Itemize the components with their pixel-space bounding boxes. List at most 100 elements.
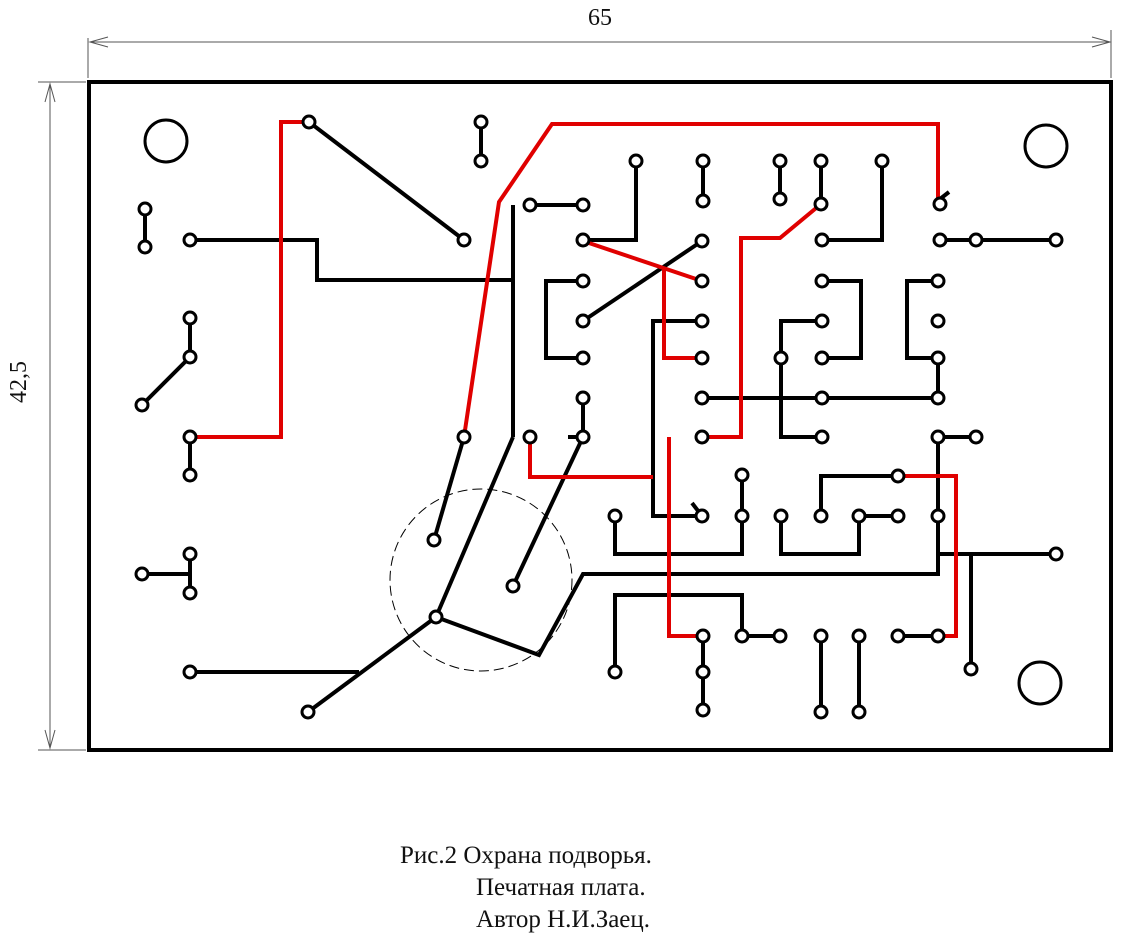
trace-bottom [434, 436, 515, 618]
trace-bottom [583, 161, 638, 242]
trace-bottom [613, 593, 780, 672]
pads [134, 114, 1064, 720]
pad [575, 350, 591, 366]
pad [773, 508, 789, 524]
pad [813, 704, 829, 720]
pad [890, 628, 906, 644]
caption-line-3: Автор Н.И.Заец. [476, 906, 651, 933]
height-label: 42,5 [6, 361, 32, 403]
pad [575, 197, 591, 213]
pad [473, 153, 489, 169]
trace-top [190, 120, 309, 439]
pad [772, 153, 788, 169]
trace-bottom [822, 279, 863, 360]
trace-bottom [432, 436, 466, 541]
trace-top [702, 202, 823, 439]
pad [694, 390, 710, 406]
black-traces [140, 120, 1056, 714]
pad [695, 702, 711, 718]
dimension-height [38, 81, 86, 751]
pad [137, 239, 153, 255]
trace-bottom [140, 355, 192, 407]
dimension-width [87, 30, 1112, 78]
pad [813, 628, 829, 644]
pad [814, 273, 830, 289]
pad [182, 232, 198, 248]
pad [930, 628, 946, 644]
pad [182, 349, 198, 365]
trace-top [462, 122, 940, 438]
pad [734, 508, 750, 524]
pad [137, 201, 153, 217]
pad [1048, 546, 1064, 562]
pad [851, 628, 867, 644]
pad [851, 508, 867, 524]
pad [695, 664, 711, 680]
mounting-holes [143, 118, 1069, 706]
pad [930, 429, 946, 445]
pad [695, 153, 711, 169]
trace-bottom [435, 437, 940, 658]
pad [300, 704, 316, 720]
pad [930, 508, 946, 524]
trace-top [667, 437, 703, 638]
pad [890, 508, 906, 524]
pad [522, 429, 538, 445]
width-label: 65 [588, 5, 612, 31]
trace-bottom [651, 319, 702, 518]
trace-bottom [905, 279, 940, 398]
caption-line-2: Печатная плата. [476, 874, 646, 901]
pad [932, 196, 948, 212]
pad [694, 350, 710, 366]
pad [930, 313, 946, 329]
pad [522, 197, 538, 213]
trace-top [528, 437, 653, 479]
pad [695, 628, 711, 644]
pad [456, 429, 472, 445]
pad [814, 390, 830, 406]
pad [694, 233, 710, 249]
trace-bottom [307, 120, 466, 242]
mounting-hole [143, 118, 189, 164]
pad [575, 313, 591, 329]
component-outline [389, 488, 573, 672]
trace-bottom [822, 161, 884, 242]
pad [773, 350, 789, 366]
pad [575, 429, 591, 445]
trace-top [582, 239, 703, 283]
pad [874, 153, 890, 169]
pad [182, 585, 198, 601]
pad [1048, 232, 1064, 248]
mounting-hole [1023, 123, 1069, 169]
red-traces [190, 120, 958, 638]
pad [772, 191, 788, 207]
trace-bottom [544, 279, 583, 360]
pad [473, 114, 489, 130]
pad [968, 429, 984, 445]
pad [694, 508, 710, 524]
pad [813, 153, 829, 169]
pad [814, 350, 830, 366]
pad [505, 578, 521, 594]
trace-bottom [511, 436, 585, 587]
pad [575, 390, 591, 406]
pad [814, 313, 830, 329]
pad [182, 429, 198, 445]
pad [814, 232, 830, 248]
pad [607, 508, 623, 524]
pad [734, 628, 750, 644]
pad [814, 429, 830, 445]
pad [930, 350, 946, 366]
pad [456, 232, 472, 248]
pad [930, 273, 946, 289]
trace-bottom [779, 514, 898, 556]
trace-top [662, 268, 702, 360]
trace-top [898, 474, 958, 638]
pad [134, 397, 150, 413]
trace-bottom [581, 239, 704, 323]
trace-bottom [613, 516, 744, 556]
pad [694, 429, 710, 445]
pad [575, 232, 591, 248]
pad [428, 609, 444, 625]
